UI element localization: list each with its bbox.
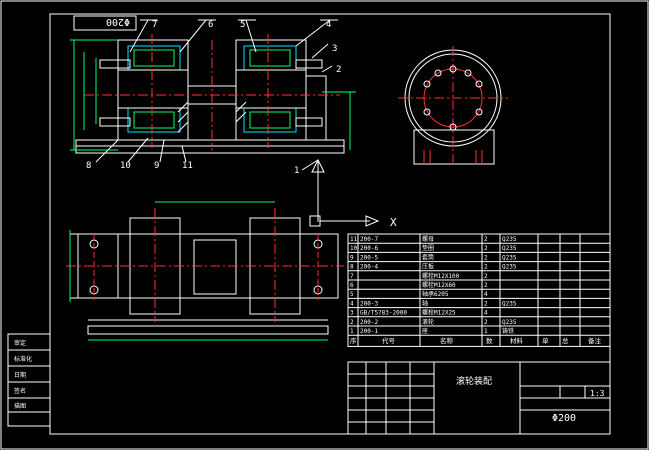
balloon-4: 4 [326,20,331,30]
bom-cell-mat: Q235 [502,245,517,252]
inner-frame [49,13,611,435]
balloon-11: 11 [182,161,193,171]
bom-header-cell: 数 [486,336,493,345]
bom-cell-qty: 2 [484,273,488,280]
bom-cell-qty: 2 [484,254,488,261]
bom-cell-no: 2 [350,319,354,326]
bom-cell-code: 200-1 [360,328,378,335]
bom-cell-name: 螺栓M12X60 [422,281,456,289]
bom-cell-no: 4 [350,300,354,307]
bom-cell-code: 200-2 [360,319,378,326]
bom-cell-code: 200-5 [360,254,378,261]
bom-cell-code: 200-4 [360,264,378,271]
corner-label-box [73,15,137,31]
bom-cell-no: 5 [350,291,354,298]
bom-cell-qty: 2 [484,236,488,243]
balloon-1: 1 [294,166,299,176]
drawing-part-no: Φ200 [552,413,576,424]
bom-cell-no: 3 [350,310,354,317]
bom-cell-mat: Q235 [502,319,517,326]
drawing-name: 滚轮装配 [456,375,492,387]
bom-header-cell: 代号 [382,336,396,345]
bom-header-cell: 名称 [440,336,454,345]
bom-cell-mat: 铸铁 [502,327,514,335]
bom-cell-no: 7 [350,273,354,280]
bom-header-cell: 材料 [510,336,524,345]
balloon-7: 7 [152,20,157,30]
bom-cell-code: 200-7 [360,236,378,243]
bom-cell-name: 轴 [422,299,428,307]
stamp-label-0: 审定 [14,339,26,347]
bom-cell-no: 8 [350,264,354,271]
title-block [347,361,611,435]
bom-cell-qty: 1 [484,328,488,335]
bom-cell-qty: 2 [484,319,488,326]
bom-cell-code: 200-3 [360,300,378,307]
bom-cell-qty: 4 [484,291,488,298]
balloon-3: 3 [332,44,337,54]
stamp-label-3: 签名 [14,387,26,395]
balloon-10: 10 [120,161,131,171]
front-view [70,19,380,227]
side-view [398,46,508,166]
bom-cell-no: 1 [350,328,354,335]
balloon-8: 8 [86,161,91,171]
balloon-6: 6 [208,20,213,30]
corner-label: Φ200 [106,16,130,27]
bom-cell-no: 10 [350,245,358,252]
bom-cell-no: 6 [350,282,354,289]
bom-cell-name: 座 [422,327,428,335]
bom-cell-mat: Q235 [502,254,517,261]
stamp-label-1: 标准化 [14,355,32,363]
bom-cell-no: 11 [350,236,358,243]
bom-header-cell: 单 [542,336,549,345]
bom-cell-code: 200-6 [360,245,378,252]
bom-cell-no: 9 [350,254,354,261]
balloon-9: 9 [154,161,159,171]
bom-cell-name: 套筒 [422,253,434,261]
bom-cell-name: 轴承6205 [422,290,449,298]
bom-header-cell: 备注 [588,336,602,345]
bom-cell-qty: 2 [484,245,488,252]
stamp-label-2: 日期 [14,371,26,379]
bom-cell-qty: 2 [484,282,488,289]
bom-cell-name: 压板 [422,263,434,271]
bom-cell-name: 螺栓M12X100 [422,272,460,280]
bom-cell-qty: 2 [484,300,488,307]
bom-cell-mat: Q235 [502,236,517,243]
bom-header-cell: 序 [350,336,357,345]
bom-cell-name: 螺母 [422,235,434,243]
bom-cell-mat: Q235 [502,300,517,307]
side-stamp [7,333,51,427]
bom-header-cell: 总 [562,336,569,345]
balloon-2: 2 [336,65,341,75]
bom-cell-mat: Q235 [502,264,517,271]
bom-cell-name: 滚轮 [422,318,434,326]
bom-cell-qty: 4 [484,310,488,317]
axis-label: X [390,216,397,229]
bom-cell-code: GB/T5783-2000 [360,310,407,317]
bom-cell-qty: 2 [484,264,488,271]
bom-cell-name: 螺栓M12X25 [422,309,456,317]
bom-cell-name: 垫圈 [422,244,434,252]
drawing-scale: 1:3 [590,389,605,398]
balloon-5: 5 [240,20,245,30]
top-view [66,201,344,341]
stamp-label-4: 描图 [14,402,26,410]
